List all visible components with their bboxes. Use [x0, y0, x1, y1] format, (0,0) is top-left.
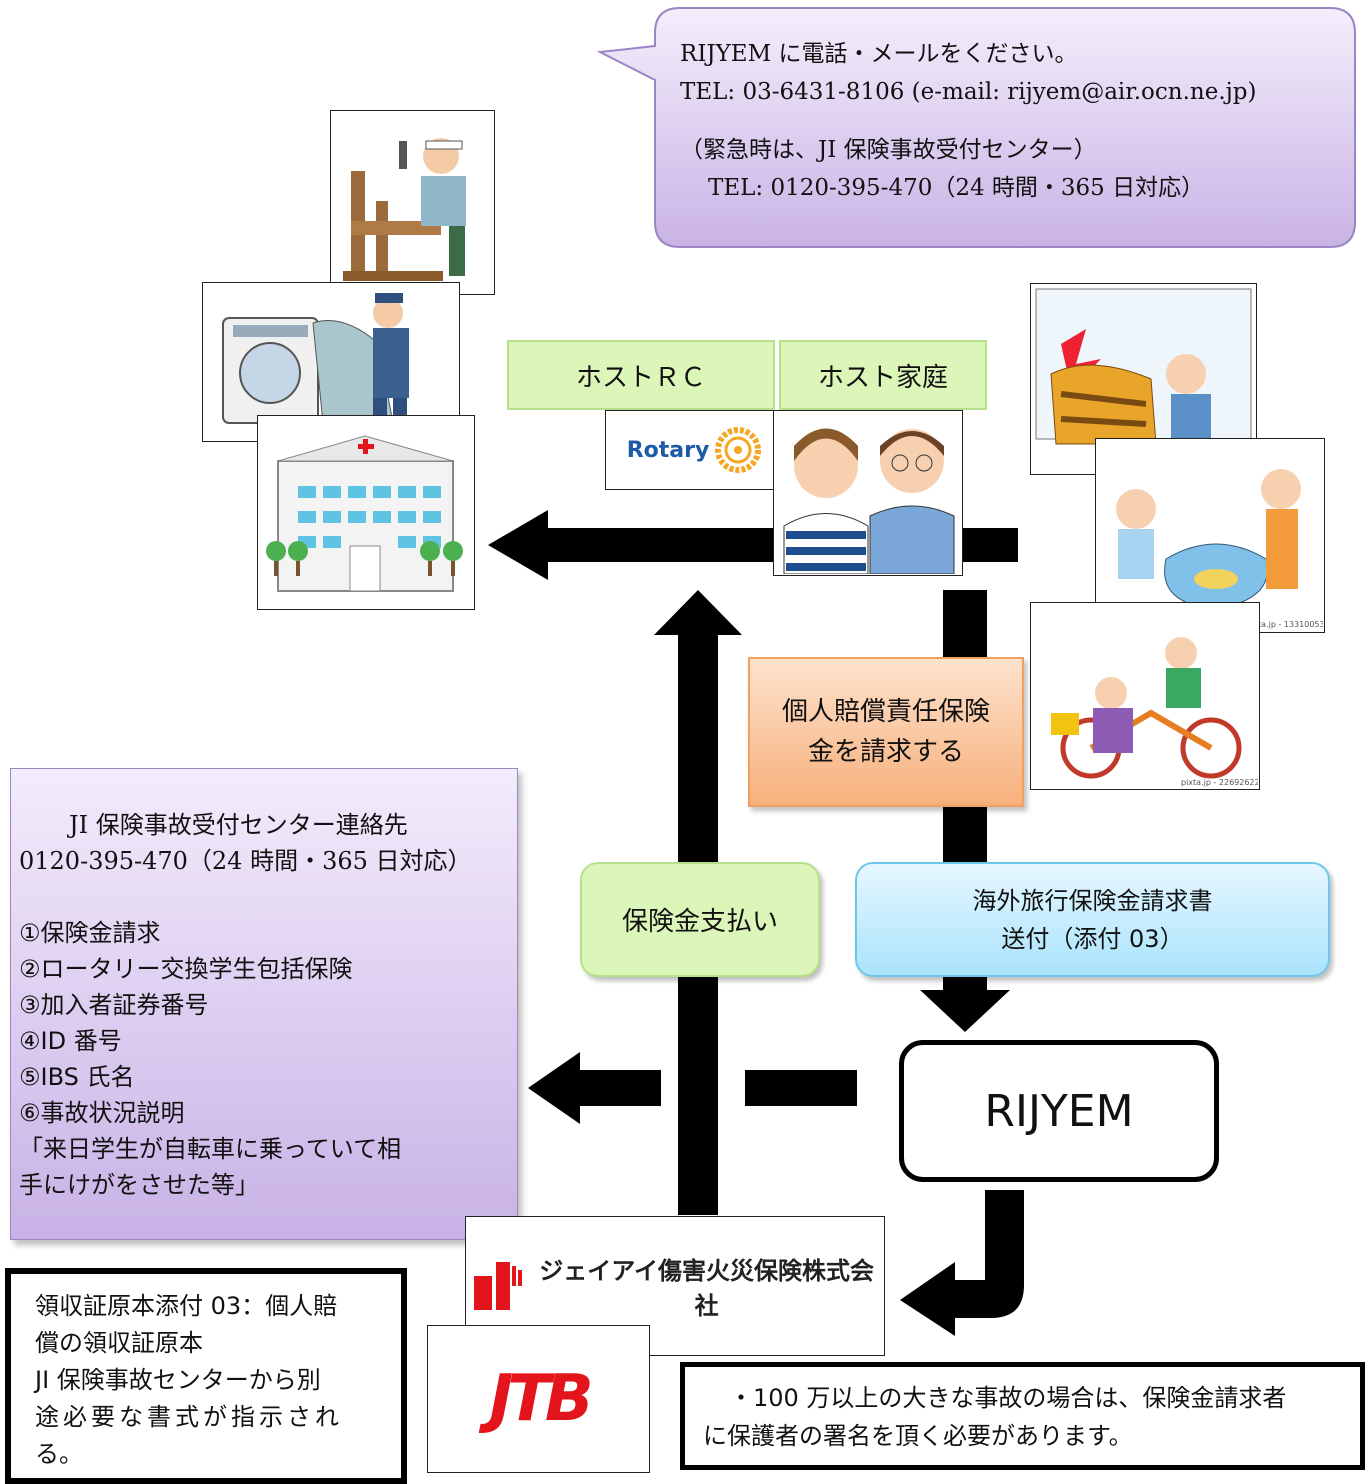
hospital-icon: [266, 435, 463, 592]
host-family-label: ホスト家庭: [817, 362, 948, 393]
sofa-window-illustration: [1030, 283, 1257, 475]
receipt-line-3: JI 保険事故センターから別: [35, 1366, 321, 1394]
pixta-watermark: PIXTA: [1176, 520, 1237, 545]
contact-line-3: （緊急時は、JI 保険事故受付センター）: [680, 137, 1097, 163]
carpenter-illustration: [330, 110, 495, 295]
contact-line-2: TEL: 03-6431-8106 (e-mail: rijyem@air.oc…: [680, 79, 1257, 105]
pixta-credit-2: pixta.jp - 22692622: [1181, 778, 1258, 787]
note-line-1: ・100 万以上の大きな事故の場合は、保険金請求者: [729, 1384, 1287, 1412]
ji-title-line-1: JI 保険事故受付センター連絡先: [69, 811, 408, 839]
ji-item-5: ⑤IBS 氏名: [19, 1063, 135, 1091]
family-couple-icon: [783, 428, 955, 575]
ji-logo-mark-icon: [474, 1262, 522, 1310]
spill-illustration: PIXTA pixta.jp - 13310053: [1095, 438, 1325, 633]
arrow-rijyem-to-ji: [900, 1190, 1024, 1336]
ji-item-4: ④ID 番号: [19, 1027, 122, 1055]
pixta-credit-1: pixta.jp - 13310053: [1246, 620, 1323, 629]
receipt-line-4: 途必要な書式が指示され: [35, 1403, 343, 1431]
claim-line-2: 金を請求する: [807, 737, 964, 767]
claim-box: 個人賠償責任保険 金を請求する: [748, 657, 1024, 807]
ji-logo-text: ジェイアイ傷害火災保険株式会社: [539, 1257, 875, 1320]
rijyem-label: RIJYEM: [984, 1085, 1134, 1137]
claim-form-box: 海外旅行保険金請求書 送付（添付 03）: [855, 862, 1330, 977]
host-family-label-box: ホスト家庭: [779, 340, 987, 410]
bicycle-accident-illustration: pixta.jp - 22692622: [1030, 602, 1260, 790]
contact-line-1: RIJYEM に電話・メールをください。: [680, 41, 1078, 67]
arrow-to-hospital: [488, 510, 1018, 580]
receipt-line-5: る。: [35, 1440, 83, 1468]
bicycle-accident-icon: pixta.jp - 22692622: [1051, 637, 1260, 787]
note-line-2: に保護者の署名を頂く必要があります。: [703, 1422, 1133, 1450]
receipt-note-box: 領収証原本添付 03：個人賠 償の領収証原本 JI 保険事故センターから別 途必…: [5, 1268, 407, 1484]
ji-item-1: ①保険金請求: [19, 919, 161, 947]
hospital-illustration: [257, 415, 475, 610]
broken-window-icon: [1035, 288, 1252, 454]
claim-line-1: 個人賠償責任保険: [781, 697, 990, 727]
form-line-1: 海外旅行保険金請求書: [972, 886, 1213, 915]
ji-center-contact-box: JI 保険事故受付センター連絡先 0120-395-470（24 時間・365 …: [10, 768, 518, 1240]
rotary-logo-text: Rotary: [626, 437, 710, 463]
washing-machine-icon: [222, 293, 409, 433]
ji-title-line-2: 0120-395-470（24 時間・365 日対応）: [19, 847, 472, 875]
arrow-down-to-rijyem: [920, 590, 1010, 1032]
host-rc-label: ホストＲＣ: [575, 362, 706, 393]
arrow-to-ji-center: [528, 1052, 661, 1124]
carpenter-icon: [343, 138, 466, 281]
payment-box: 保険金支払い: [580, 862, 820, 977]
payment-label: 保険金支払い: [621, 907, 778, 937]
rotary-wheel-icon: [715, 427, 762, 473]
contact-bubble-text: RIJYEM に電話・メールをください。 TEL: 03-6431-8106 (…: [680, 35, 1350, 207]
contact-line-4: TEL: 0120-395-470（24 時間・365 日対応）: [708, 175, 1205, 201]
spill-icon: PIXTA pixta.jp - 13310053: [1116, 469, 1325, 629]
signature-note-box: ・100 万以上の大きな事故の場合は、保険金請求者 に保護者の署名を頂く必要があ…: [680, 1362, 1365, 1470]
ji-item-7: 「来日学生が自転車に乗っていて相: [19, 1135, 402, 1163]
jtb-logo-box: JTB: [427, 1325, 650, 1473]
speech-bubble-shape: [596, 7, 1356, 248]
ji-insurance-logo-box: ジェイアイ傷害火災保険株式会社: [465, 1216, 885, 1356]
arrow-segment: [745, 1070, 857, 1106]
ji-item-3: ③加入者証券番号: [19, 991, 209, 1019]
receipt-line-1: 領収証原本添付 03：個人賠: [35, 1292, 338, 1320]
rotary-logo-box: Rotary: [605, 410, 783, 490]
host-family-illustration: [773, 410, 963, 576]
ji-item-8: 手にけがをさせた等」: [19, 1171, 259, 1199]
form-line-2: 送付（添付 03）: [1001, 924, 1184, 953]
ji-item-6: ⑥事故状況説明: [19, 1099, 185, 1127]
host-rc-label-box: ホストＲＣ: [507, 340, 775, 410]
jtb-logo-text: JTB: [489, 1362, 593, 1436]
rijyem-box: RIJYEM: [899, 1040, 1219, 1182]
ji-item-2: ②ロータリー交換学生包括保険: [19, 955, 353, 983]
receipt-line-2: 償の領収証原本: [35, 1329, 203, 1357]
